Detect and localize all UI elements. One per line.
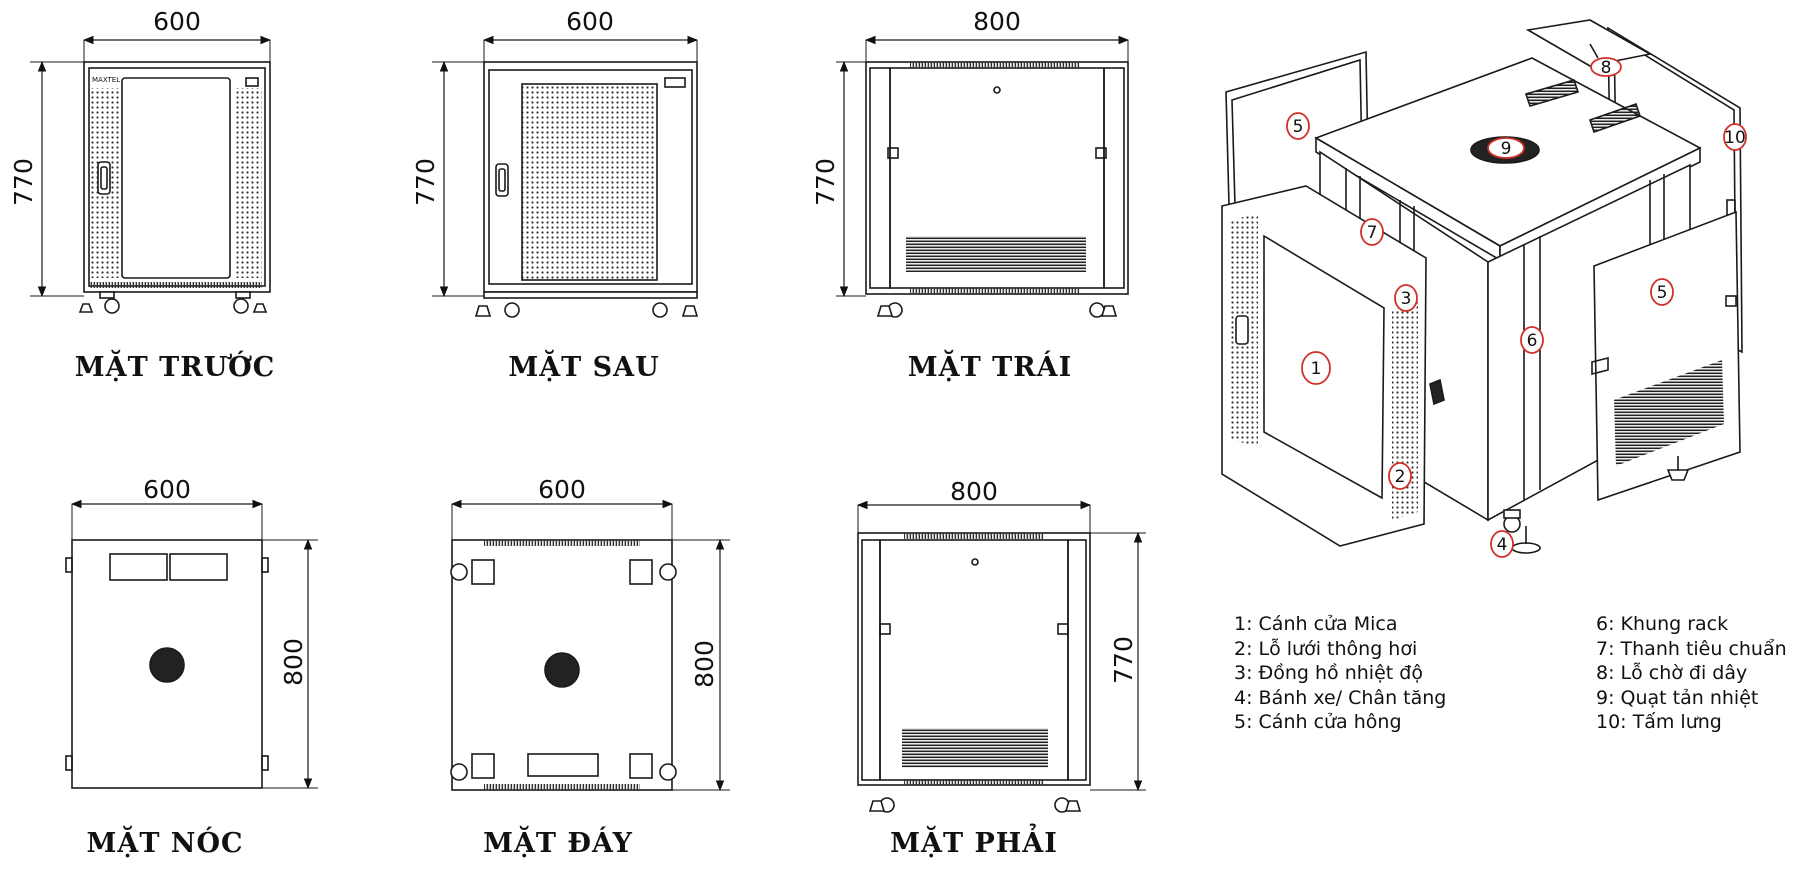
bottom-height-label: 800 [690, 640, 719, 688]
view-titles: MẶT TRƯỚC MẶT SAU MẶT TRÁI MẶT NÓC MẶT Đ… [75, 349, 1072, 859]
front-view-title: MẶT TRƯỚC [75, 349, 275, 383]
callout-number: 1 [1311, 359, 1322, 379]
legend-item: 9: Quạt tản nhiệt [1596, 686, 1759, 709]
legend-item: 6: Khung rack [1596, 613, 1729, 635]
left-view [836, 35, 1130, 318]
callout-circle [1487, 137, 1525, 159]
top-view [65, 499, 318, 790]
legend-item: 4: Bánh xe/ Chân tăng [1234, 686, 1447, 709]
left-view-title: MẶT TRÁI [908, 349, 1072, 383]
callout-number: 10 [1724, 128, 1746, 148]
callout-number: 6 [1527, 331, 1538, 351]
callout-number: 3 [1401, 289, 1412, 309]
bottom-width-label: 600 [538, 475, 586, 504]
callout-number: 8 [1601, 58, 1612, 78]
callout-circle [1490, 530, 1514, 558]
bottom-view-title: MẶT ĐÁY [483, 825, 633, 859]
callout-number: 5 [1657, 283, 1668, 303]
rear-view [432, 35, 699, 318]
legend-left: 1: Cánh cửa Mica 2: Lỗ lưới thông hơi 3:… [1234, 612, 1446, 735]
right-view [856, 500, 1146, 813]
callout-circle [1301, 351, 1331, 385]
callout-circle [1286, 112, 1310, 140]
front-height-label: 770 [9, 158, 38, 206]
legend-right: 6: Khung rack 7: Thanh tiêu chuẩn 8: Lỗ … [1596, 612, 1787, 735]
legend-item: 5: Cánh cửa hông [1234, 711, 1402, 733]
left-width-label: 800 [973, 7, 1021, 36]
callout-circle [1723, 123, 1747, 151]
front-width-label: 600 [153, 7, 201, 36]
callout-number: 5 [1293, 117, 1304, 137]
rear-view-title: MẶT SAU [508, 349, 659, 383]
legend-item: 8: Lỗ chờ đi dây [1596, 662, 1748, 684]
legend-item: 1: Cánh cửa Mica [1234, 613, 1398, 635]
rear-width-label: 600 [566, 7, 614, 36]
rear-height-label: 770 [411, 158, 440, 206]
legend-item: 3: Đồng hồ nhiệt độ [1234, 662, 1423, 684]
callout-number: 4 [1497, 535, 1508, 555]
right-height-label: 770 [1109, 636, 1138, 684]
legend-item: 2: Lỗ lưới thông hơi [1234, 637, 1418, 660]
bottom-view [450, 499, 730, 792]
top-height-label: 800 [279, 638, 308, 686]
callout-number: 2 [1395, 467, 1406, 487]
callout-circle [1590, 57, 1622, 77]
left-height-label: 770 [811, 158, 840, 206]
callout-circle [1520, 326, 1544, 354]
front-view [30, 35, 272, 314]
callout-circle [1360, 218, 1384, 246]
top-width-label: 600 [143, 475, 191, 504]
legend-item: 10: Tấm lưng [1596, 711, 1722, 733]
brand-label: MAXTEL [92, 76, 120, 84]
callout-circle [1394, 284, 1418, 312]
legend-item: 7: Thanh tiêu chuẩn [1596, 637, 1787, 660]
right-width-label: 800 [950, 477, 998, 506]
callout-markers: 1 2 3 4 5 5 6 7 8 9 10 [1286, 57, 1747, 558]
top-view-title: MẶT NÓC [86, 825, 243, 859]
callout-number: 7 [1367, 223, 1378, 243]
callout-circle [1650, 278, 1674, 306]
callout-number: 9 [1501, 139, 1512, 159]
right-view-title: MẶT PHẢI [890, 822, 1058, 859]
callout-circle [1388, 462, 1412, 490]
dimension-labels: 600 770 600 770 800 770 600 800 600 800 … [9, 7, 1138, 688]
